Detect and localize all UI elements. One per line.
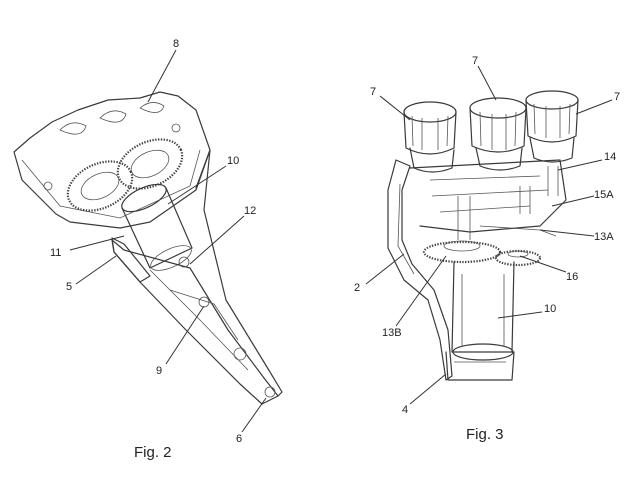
callout-8: 8 xyxy=(173,38,179,50)
figure-caption-fig2: Fig. 2 xyxy=(134,444,172,461)
callout-5: 5 xyxy=(66,281,72,293)
callout-4: 4 xyxy=(402,404,408,416)
callout-7-right: 7 xyxy=(614,91,620,103)
callout-12: 12 xyxy=(244,205,256,217)
callout-11: 11 xyxy=(50,247,61,259)
callout-13b: 13B xyxy=(382,327,402,339)
callout-6: 6 xyxy=(236,433,242,445)
callout-10: 10 xyxy=(227,155,239,167)
fig3-drawing xyxy=(387,90,579,381)
figure-caption-fig3: Fig. 3 xyxy=(466,426,504,443)
callout-15a: 15A xyxy=(594,189,614,201)
callout-14: 14 xyxy=(604,151,616,163)
callout-13a: 13A xyxy=(594,231,614,243)
callout-7-middle: 7 xyxy=(472,55,478,67)
fig2-drawing xyxy=(13,91,283,405)
callout-7-left: 7 xyxy=(370,86,376,98)
callout-10-fig3: 10 xyxy=(544,303,556,315)
callout-9: 9 xyxy=(156,365,162,377)
callout-2: 2 xyxy=(354,282,360,294)
callout-16: 16 xyxy=(566,271,578,283)
